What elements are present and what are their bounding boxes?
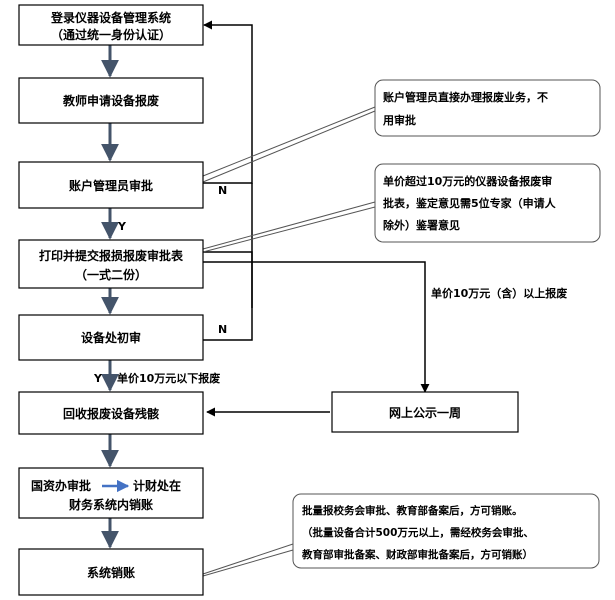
note1-line1: 账户管理员直接办理报废业务，不: [383, 90, 548, 104]
edge-label-below-100k: 单价10万元以下报废: [117, 371, 220, 385]
arrow-n-return-approval: [203, 20, 253, 184]
box-login: 登录仪器设备管理系统 （通过统一身份认证）: [18, 4, 204, 46]
box-state-assets-line2: 财务系统内销账: [68, 497, 153, 512]
box-state-assets-part2: 计财处在: [133, 478, 181, 493]
edge-label-above-100k: 单价10万元（含）以上报废: [431, 286, 567, 300]
callout-note3: [202, 543, 294, 575]
box-state-assets: 国资办审批 计财处在 财务系统内销账: [18, 467, 204, 519]
edge-label-n2: N: [218, 323, 227, 336]
note3-line3: 教育部审批备案、财政部审批备案后，方可销账）: [301, 548, 533, 561]
box-print-submit-line2: （一式二份）: [75, 267, 147, 282]
note3-line2: （批量设备合计500万元以上，需经校务会审批、: [302, 526, 534, 539]
box-account-admin-label: 账户管理员审批: [69, 178, 153, 193]
box-apply: 教师申请设备报废: [18, 77, 204, 124]
note-expert-opinion: 单价超过10万元的仪器设备报废审 批表，鉴定意见需5位专家（申请人 除外）鉴署意…: [374, 163, 601, 243]
box-preliminary: 设备处初审: [18, 314, 204, 361]
callout-note2: [202, 201, 376, 250]
note-batch-approval: 批量报校务会审批、教育部备案后，方可销账。 （批量设备合计500万元以上，需经校…: [292, 493, 600, 569]
box-account-admin: 账户管理员审批: [18, 161, 204, 209]
edge-label-y1: Y: [117, 220, 127, 233]
callout-note1-b: [202, 110, 376, 183]
box-close-account-label: 系统销账: [87, 565, 135, 580]
callout-lines: [202, 106, 376, 577]
note2-line1: 单价超过10万元的仪器设备报废审: [383, 174, 552, 188]
note-direct-handling: 账户管理员直接办理报废业务，不 用审批: [374, 79, 601, 137]
line-print-loop: [203, 251, 253, 308]
box-state-assets-part1: 国资办审批: [31, 478, 91, 493]
box-print-submit: 打印并提交报损报废审批表 （一式二份）: [18, 239, 204, 289]
arrow-above-100k: [203, 261, 430, 393]
box-apply-label: 教师申请设备报废: [62, 93, 159, 108]
box-recycle: 回收报废设备残骸: [18, 391, 204, 435]
note3-line1: 批量报校务会审批、教育部备案后，方可销账。: [302, 504, 523, 517]
callout-note3-b: [202, 549, 294, 577]
box-publicity: 网上公示一周: [331, 391, 519, 433]
box-publicity-label: 网上公示一周: [389, 405, 461, 420]
edge-label-n1: N: [218, 184, 227, 197]
box-preliminary-label: 设备处初审: [81, 330, 141, 345]
box-print-submit-line1: 打印并提交报损报废审批表: [39, 248, 184, 263]
callout-note1: [202, 106, 376, 177]
box-login-line2: （通过统一身份认证）: [51, 27, 171, 42]
callout-note2-b: [202, 206, 376, 253]
note2-line2: 批表，鉴定意见需5位专家（申请人: [383, 196, 557, 210]
edge-label-y2: Y: [93, 372, 103, 385]
box-close-account: 系统销账: [18, 548, 204, 596]
note2-line3: 除外）鉴署意见: [383, 218, 460, 232]
box-login-line1: 登录仪器设备管理系统: [50, 10, 171, 25]
note1-line2: 用审批: [383, 113, 416, 127]
box-recycle-label: 回收报废设备残骸: [63, 406, 159, 421]
